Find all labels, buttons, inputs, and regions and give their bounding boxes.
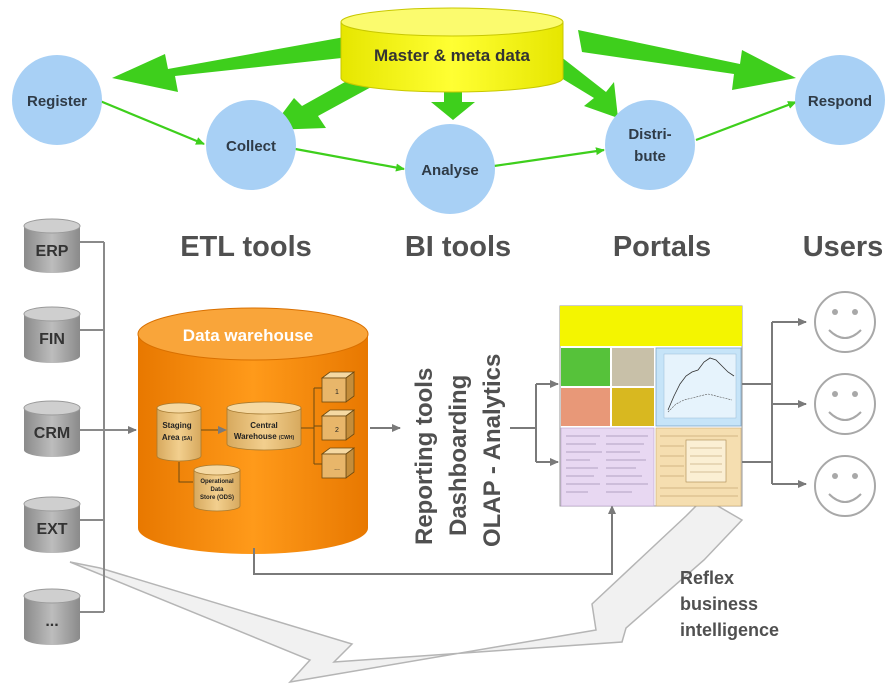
ods-cylinder: Operational Data Store (ODS)	[193, 464, 241, 512]
master-data-cylinder: Master & meta data	[340, 7, 564, 93]
distribute-label-1: Distri-	[628, 126, 671, 143]
arrow-collect-analyse	[289, 146, 405, 172]
collect-node: Collect	[206, 100, 296, 190]
staging-area-cylinder: Staging Area (SA)	[156, 402, 202, 462]
data-mart-2-label: 2	[335, 427, 339, 434]
reflex-lightning-bolt	[69, 497, 744, 684]
user-smiley-icon	[814, 455, 876, 517]
portal-dashboard	[559, 305, 743, 507]
analyse-label: Analyse	[421, 162, 479, 179]
central-label-1: Central	[250, 421, 278, 430]
bi-to-portal-connectors	[510, 380, 559, 466]
user-smiley-icon	[814, 291, 876, 353]
staging-label-1: Staging	[162, 421, 191, 430]
portal-tile-gray	[612, 348, 654, 386]
respond-node: Respond	[795, 55, 885, 145]
source-fin-label: FIN	[39, 331, 65, 348]
source-erp-label: ERP	[36, 243, 69, 260]
heading-bi-tools: BI tools	[405, 231, 511, 263]
ods-label-2: Data	[210, 487, 224, 493]
portal-text-panel	[560, 427, 655, 507]
source-more-label: ...	[45, 613, 58, 630]
source-crm: CRM	[23, 400, 81, 457]
portal-tile-salmon	[561, 388, 610, 426]
ods-label-1: Operational	[200, 479, 234, 485]
portal-to-users-connectors	[742, 318, 807, 488]
central-warehouse-word: Warehouse	[234, 432, 277, 441]
central-abbr: (CWH)	[279, 435, 295, 441]
analyse-node: Analyse	[405, 124, 495, 214]
arrow-distribute-respond	[695, 100, 797, 142]
bi-olap-analytics: OLAP - Analytics	[479, 354, 506, 547]
data-mart-3: ...	[320, 447, 356, 479]
column-headings: ETL tools BI tools Portals Users	[180, 231, 883, 263]
arrow-register-collect	[99, 99, 205, 146]
data-mart-cubes: 1 2 ...	[320, 371, 356, 479]
data-mart-1: 1	[320, 371, 356, 403]
heading-portals: Portals	[613, 231, 711, 263]
reflex-label-3: intelligence	[680, 620, 779, 640]
source-fin: FIN	[23, 306, 81, 363]
arrow-to-analyse	[431, 86, 475, 120]
data-mart-1-label: 1	[335, 389, 339, 396]
heading-users: Users	[803, 231, 884, 263]
master-data-label: Master & meta data	[374, 46, 530, 65]
source-erp: ERP	[23, 218, 81, 273]
register-label: Register	[27, 93, 87, 110]
bi-tools-text: Reporting tools Dashboarding OLAP - Anal…	[411, 354, 506, 547]
user-icons	[814, 291, 876, 517]
data-mart-3-label: ...	[334, 465, 340, 472]
warehouse-internal-connectors	[178, 387, 322, 483]
source-ext-label: EXT	[36, 521, 67, 538]
collect-label: Collect	[226, 138, 276, 155]
reflex-bi-label: Reflex business intelligence	[680, 568, 779, 640]
portal-line-chart	[655, 347, 742, 427]
staging-area-word: Area	[162, 433, 180, 442]
source-cylinders: ERP FIN CRM EXT ...	[23, 218, 81, 645]
register-node: Register	[12, 55, 102, 145]
staging-label-2: Area (SA)	[162, 433, 193, 442]
arrow-to-register	[112, 36, 360, 92]
portal-tile-green	[561, 348, 610, 386]
process-circles: Register Collect Analyse Distri- bute Re…	[12, 55, 885, 214]
distribute-node: Distri- bute	[605, 100, 695, 190]
warehouse-outputs	[253, 424, 616, 575]
user-smiley-icon	[814, 373, 876, 435]
master-data-arrows	[112, 30, 796, 130]
source-more: ...	[23, 588, 81, 645]
heading-etl-tools: ETL tools	[180, 231, 312, 263]
data-mart-2: 2	[320, 409, 356, 441]
data-warehouse-title: Data warehouse	[183, 326, 313, 345]
portal-banner	[560, 306, 742, 346]
arrow-analyse-distribute	[493, 147, 605, 168]
source-ext: EXT	[23, 496, 81, 553]
arrow-to-distribute	[548, 56, 618, 118]
process-flow-arrows	[99, 99, 797, 172]
central-warehouse-cylinder: Central Warehouse (CWH)	[226, 401, 302, 451]
source-crm-label: CRM	[34, 425, 70, 442]
respond-label: Respond	[808, 93, 872, 110]
source-connectors	[80, 241, 137, 613]
staging-abbr: (SA)	[182, 436, 193, 442]
portal-tile-olive	[612, 388, 654, 426]
central-label-2: Warehouse (CWH)	[234, 432, 295, 441]
portal-table-panel	[655, 427, 742, 507]
arrow-warehouse-to-portal	[253, 505, 616, 575]
reflex-label-2: business	[680, 594, 758, 614]
bi-reporting-tools: Reporting tools	[411, 368, 438, 545]
arrow-to-respond	[578, 30, 796, 90]
ods-label-3: Store (ODS)	[200, 495, 234, 501]
reflex-label-1: Reflex	[680, 568, 734, 588]
data-warehouse: Data warehouse Staging Area (SA) Central…	[137, 307, 369, 554]
distribute-label-2: bute	[634, 148, 666, 165]
bi-dashboarding: Dashboarding	[445, 375, 472, 536]
